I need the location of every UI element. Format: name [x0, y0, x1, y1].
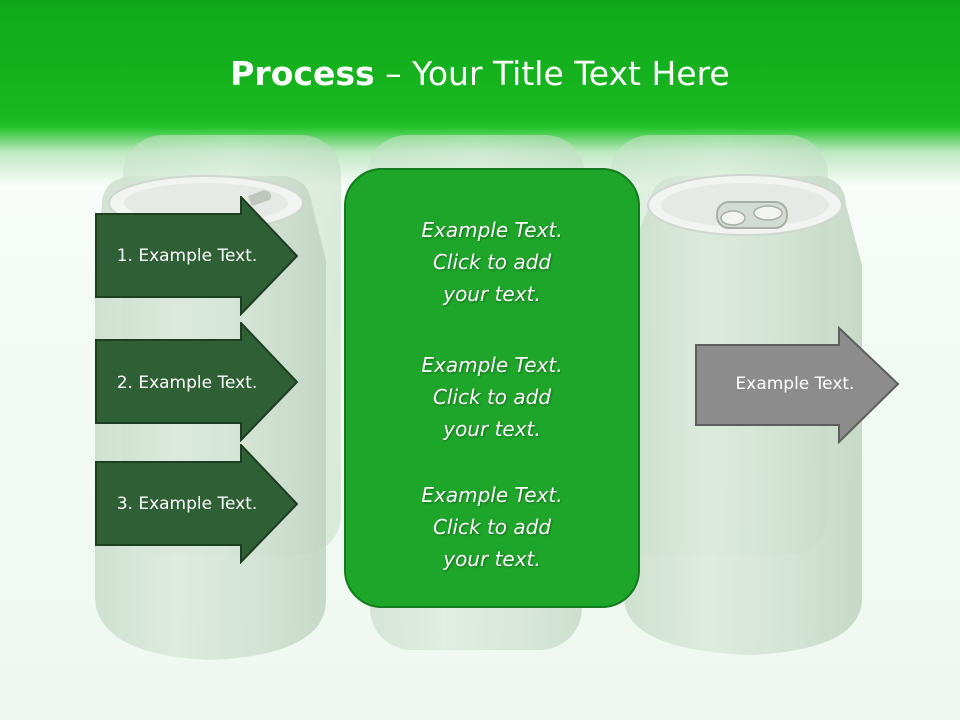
paragraph-line: Click to add	[432, 385, 552, 409]
center-paragraph-1: Example Text. Click to add your text.	[346, 214, 638, 310]
paragraph-line: Example Text.	[421, 483, 563, 507]
step-label-1: 1. Example Text.	[116, 246, 258, 266]
result-arrow[interactable]	[695, 326, 901, 446]
step-arrow-3[interactable]	[95, 444, 299, 564]
slide-title-bold: Process	[230, 54, 375, 93]
paragraph-line: Example Text.	[421, 353, 563, 377]
center-paragraph-3: Example Text. Click to add your text.	[346, 479, 638, 575]
pull-tab-icon	[716, 201, 788, 229]
step-label-3: 3. Example Text.	[116, 494, 258, 514]
slide-title-rest: – Your Title Text Here	[374, 54, 730, 93]
paragraph-line: Click to add	[432, 515, 552, 539]
paragraph-line: Click to add	[432, 250, 552, 274]
center-paragraph-2: Example Text. Click to add your text.	[346, 349, 638, 445]
step-arrow-1[interactable]	[95, 196, 299, 316]
step-label-2: 2. Example Text.	[116, 373, 258, 393]
paragraph-line: your text.	[443, 417, 541, 441]
paragraph-line: your text.	[443, 547, 541, 571]
step-arrow-2[interactable]	[95, 322, 299, 442]
paragraph-line: Example Text.	[421, 218, 563, 242]
result-label: Example Text.	[735, 374, 855, 394]
center-text-box[interactable]: Example Text. Click to add your text. Ex…	[344, 168, 640, 608]
slide-title[interactable]: Process – Your Title Text Here	[0, 50, 960, 98]
paragraph-line: your text.	[443, 282, 541, 306]
